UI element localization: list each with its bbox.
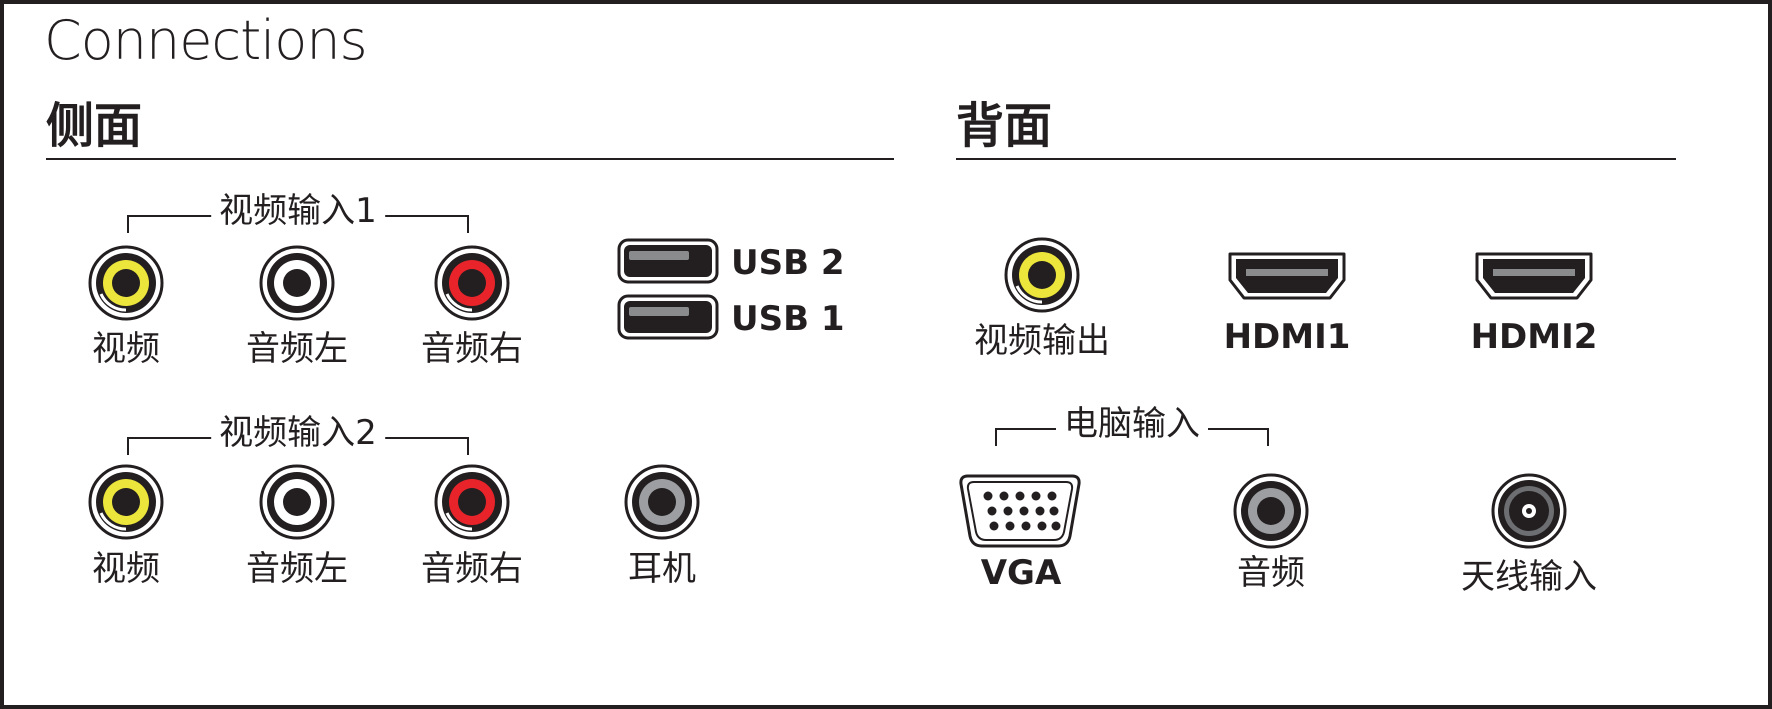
rca-audio-left-2-jack-icon [259, 464, 335, 540]
pc-input-label: 电脑输入 [1056, 407, 1208, 441]
side-video-2-label: 视频 [92, 549, 160, 589]
headphone-jack-icon [624, 464, 700, 540]
video-input-2-bracket: 视频输入2 [127, 416, 469, 455]
side-audio-left-2-label: 音频左 [246, 549, 348, 589]
usb-2-label: USB 2 [731, 243, 845, 283]
hdmi-2-port-icon [1475, 252, 1593, 300]
side-audio-left-1-label: 音频左 [246, 329, 348, 369]
rca-video-1-jack-icon [88, 245, 164, 321]
video-input-1-bracket: 视频输入1 [127, 194, 469, 233]
rca-video-2-jack-icon [88, 464, 164, 540]
rca-audio-right-1-jack-icon [434, 245, 510, 321]
rca-audio-right-2-jack-icon [434, 464, 510, 540]
vga-label: VGA [980, 553, 1062, 593]
side-heading: 侧面 [46, 98, 143, 154]
video-input-1-label: 视频输入1 [211, 194, 385, 228]
rca-audio-left-1-jack-icon [259, 245, 335, 321]
usb-2-port-icon [617, 238, 719, 284]
usb-1-port-icon [617, 294, 719, 340]
antenna-input-label: 天线输入 [1461, 557, 1597, 597]
side-video-1-label: 视频 [92, 329, 160, 369]
pc-audio-label: 音频 [1237, 553, 1305, 593]
headphone-label: 耳机 [628, 549, 696, 589]
pc-input-bracket: 电脑输入 [995, 407, 1269, 446]
back-divider [956, 158, 1676, 160]
pc-audio-jack-icon [1233, 473, 1309, 549]
usb-1-label: USB 1 [731, 299, 845, 339]
hdmi-2-label: HDMI2 [1470, 317, 1598, 357]
video-out-label: 视频输出 [974, 321, 1110, 361]
diagram-title: Connections [44, 9, 368, 72]
video-out-jack-icon [1004, 237, 1080, 313]
hdmi-1-label: HDMI1 [1223, 317, 1351, 357]
video-input-2-label: 视频输入2 [211, 416, 385, 450]
side-audio-right-1-label: 音频右 [421, 329, 523, 369]
hdmi-1-port-icon [1228, 252, 1346, 300]
side-divider [46, 158, 894, 160]
back-heading: 背面 [956, 98, 1053, 154]
antenna-input-icon [1491, 473, 1567, 549]
side-audio-right-2-label: 音频右 [421, 549, 523, 589]
vga-port-icon [959, 474, 1081, 548]
